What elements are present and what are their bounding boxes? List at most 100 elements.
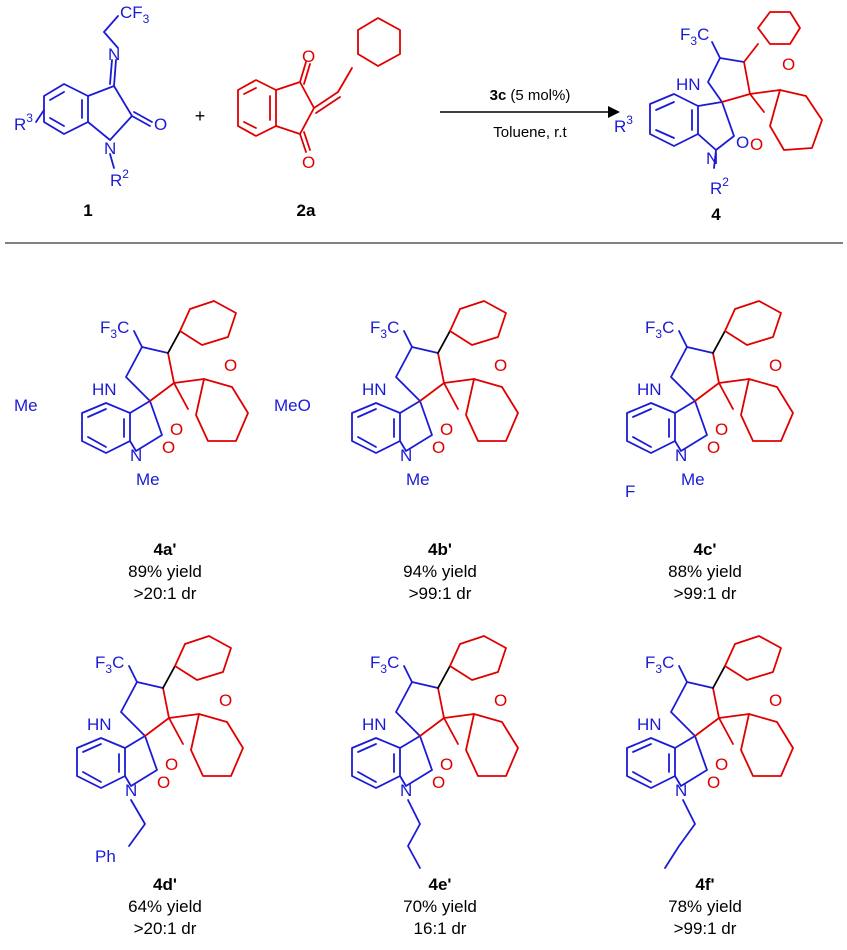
bond (670, 665, 696, 737)
atom-n-amide: N (104, 139, 116, 158)
bond (443, 378, 475, 384)
bond (195, 378, 249, 442)
bond (694, 352, 720, 402)
bond (718, 713, 750, 719)
bond (686, 346, 714, 354)
atom-o-bottom: O (440, 420, 453, 439)
bond (626, 402, 676, 454)
atom-n-imine: N (108, 45, 120, 64)
atom-hn: HN (362, 380, 387, 399)
atom-hn: HN (362, 715, 387, 734)
product-4-label: 4 (711, 205, 721, 224)
atom-o-amide: O (162, 438, 175, 457)
atom-hn: HN (676, 75, 701, 94)
atom-o-amide: O (157, 773, 170, 792)
bond (357, 743, 377, 753)
atom-o-top: O (769, 356, 782, 375)
bond (465, 713, 519, 777)
bond (357, 408, 377, 418)
product-yield: 94% yield (403, 562, 477, 581)
product-dr: >99:1 dr (674, 584, 737, 603)
atom-r2-product: R2 (710, 175, 729, 198)
bond (411, 681, 439, 689)
product-code: 4a' (154, 540, 177, 559)
bond (173, 382, 189, 410)
atom-hn: HN (92, 380, 117, 399)
atom-o-top: O (219, 691, 232, 710)
bond (82, 771, 102, 783)
bond (395, 330, 421, 402)
atom-n: N (130, 446, 142, 465)
bond (144, 687, 170, 737)
bond (407, 799, 421, 869)
atom-o-top: O (224, 356, 237, 375)
bond (351, 402, 401, 454)
atom-o-bottom: O (440, 755, 453, 774)
bond (626, 737, 676, 789)
bond (168, 717, 184, 745)
atom-hn: HN (637, 715, 662, 734)
product-yield: 64% yield (128, 897, 202, 916)
atom-f3c: F3C (100, 318, 129, 341)
reactant-1-structure (35, 15, 153, 169)
bond (76, 737, 126, 789)
product-code: 4b' (428, 540, 452, 559)
bond (740, 378, 794, 442)
atom-n-me: Me (136, 470, 160, 489)
atom-f3c: F3C (95, 653, 124, 676)
product-code: 4e' (429, 875, 452, 894)
reactant-2a-structure (237, 17, 401, 153)
bond (357, 771, 377, 783)
atom-o-top: O (494, 356, 507, 375)
bond (718, 382, 734, 410)
bond (437, 330, 451, 354)
atom-n: N (400, 446, 412, 465)
bond (173, 378, 205, 384)
bond (395, 665, 421, 737)
atom-hn: HN (87, 715, 112, 734)
atom-f3c: F3C (370, 318, 399, 341)
bond (81, 402, 131, 454)
atom-n-me: Me (681, 470, 705, 489)
catalyst-text: 3c(5 mol%) (490, 87, 571, 104)
bond (443, 382, 459, 410)
phenyl-ring (174, 635, 232, 681)
bond (82, 743, 102, 753)
bond (443, 717, 459, 745)
atom-hn: HN (637, 380, 662, 399)
bond (162, 665, 176, 689)
atom-f: F (625, 482, 635, 501)
atom-n: N (125, 781, 137, 800)
bond (411, 346, 439, 354)
conditions-text: Toluene, r.t (493, 124, 567, 141)
atom-f3c: F3C (370, 653, 399, 676)
bond (141, 346, 169, 354)
bond (124, 735, 158, 787)
product-4-structure (649, 11, 823, 169)
product-code: 4d' (153, 875, 177, 894)
bond (718, 378, 750, 384)
bond (351, 737, 401, 789)
atom-n: N (675, 781, 687, 800)
atom-o-top: O (494, 691, 507, 710)
bond (168, 713, 200, 719)
atom-me: Me (14, 396, 38, 415)
atom-meo: MeO (274, 396, 311, 415)
phenyl-ring (179, 300, 237, 346)
atom-o-bottom: O (715, 755, 728, 774)
phenyl-ring (724, 300, 782, 346)
bond (712, 665, 726, 689)
bond (399, 735, 433, 787)
atom-n-me: Me (406, 470, 430, 489)
bond (87, 408, 107, 418)
atom-o-amide: O (736, 133, 749, 152)
atom-f3c: F3C (680, 25, 709, 48)
product-yield: 88% yield (668, 562, 742, 581)
bond (120, 665, 146, 737)
atom-o-carbonyl: O (154, 115, 167, 134)
product-yield: 89% yield (128, 562, 202, 581)
bond (632, 771, 652, 783)
product-yield: 70% yield (403, 897, 477, 916)
